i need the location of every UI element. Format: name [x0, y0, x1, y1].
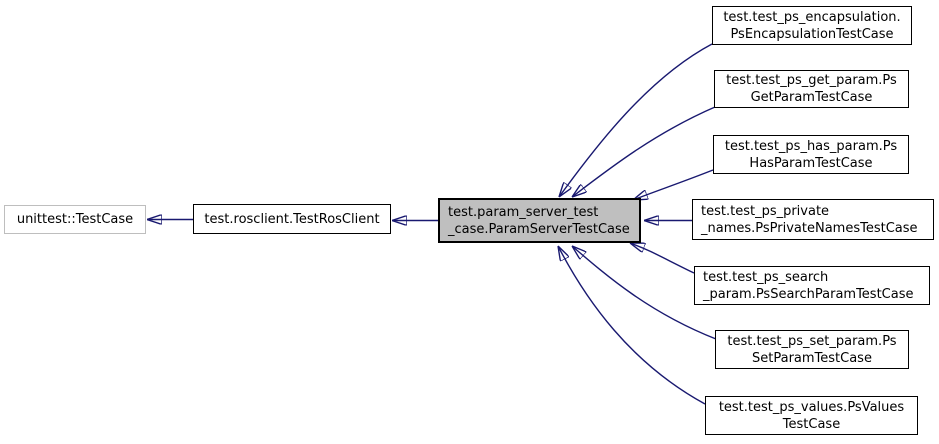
class-node-psgetparamtestcase[interactable]: test.test_ps_get_param.Ps GetParamTestCa…	[714, 70, 909, 108]
class-node-testrosclient[interactable]: test.rosclient.TestRosClient	[193, 204, 391, 234]
edge-search-param-to-current	[630, 243, 695, 274]
class-node-psvaluestestcase[interactable]: test.test_ps_values.PsValues TestCase	[705, 396, 918, 435]
class-node-paramservertestcase-current: test.param_server_test _case.ParamServer…	[438, 198, 641, 243]
edge-set-param-to-current	[572, 246, 717, 340]
class-node-unittest-testcase: unittest::TestCase	[4, 205, 146, 234]
class-node-psencapsulationtestcase[interactable]: test.test_ps_encapsulation. PsEncapsulat…	[712, 6, 912, 45]
edge-get-param-to-current	[572, 106, 716, 197]
edge-has-param-to-current	[633, 169, 714, 200]
class-node-pshasparamtestcase[interactable]: test.test_ps_has_param.Ps HasParamTestCa…	[713, 135, 909, 174]
edge-encapsulation-to-current	[559, 43, 713, 197]
class-node-pssetparamtestcase[interactable]: test.test_ps_set_param.Ps SetParamTestCa…	[715, 330, 909, 369]
edge-values-to-current	[558, 246, 706, 405]
class-node-pssearchparamtestcase[interactable]: test.test_ps_search _param.PsSearchParam…	[694, 266, 930, 305]
class-node-psprivatenamestestcase[interactable]: test.test_ps_private _names.PsPrivateNam…	[692, 199, 934, 240]
